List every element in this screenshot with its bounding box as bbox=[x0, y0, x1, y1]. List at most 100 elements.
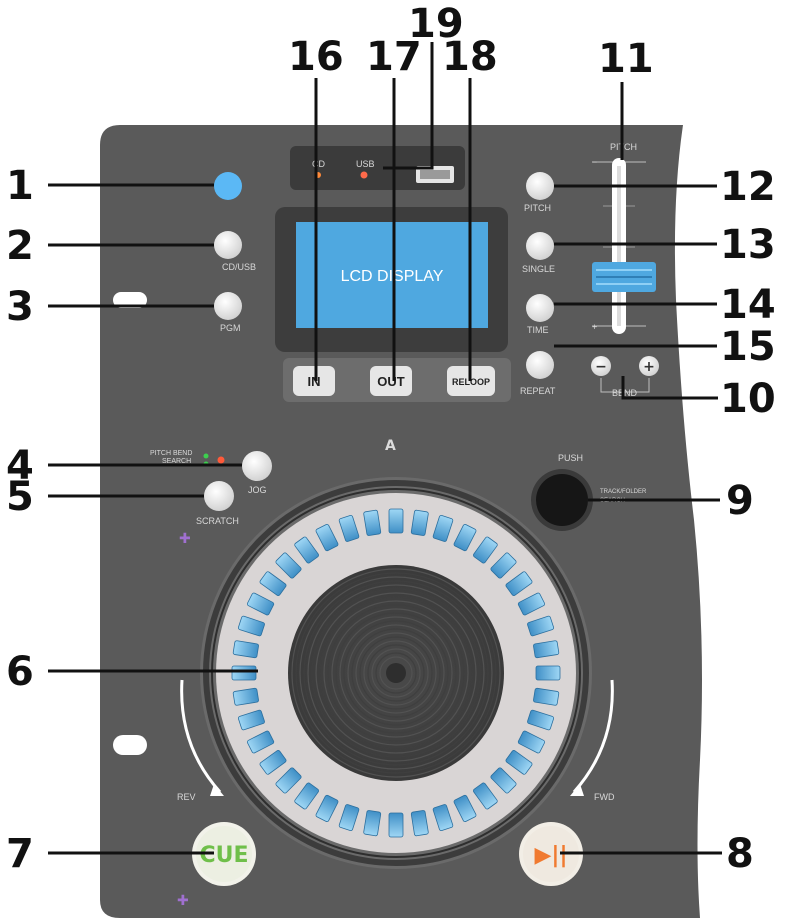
callout-1: 1 bbox=[6, 163, 34, 209]
jog-led-segment bbox=[294, 782, 319, 810]
jog-led-segment bbox=[246, 730, 275, 754]
usb-led bbox=[360, 171, 368, 179]
platter-groove bbox=[367, 644, 425, 702]
callout-5: 5 bbox=[6, 474, 34, 520]
pgm-label: PGM bbox=[220, 323, 241, 333]
platter-groove bbox=[323, 600, 469, 746]
pitch-button[interactable] bbox=[526, 172, 554, 200]
callout-7: 7 bbox=[6, 831, 34, 877]
pitch-slider-groove bbox=[617, 166, 621, 326]
jog-wheel-rim bbox=[211, 488, 581, 858]
jog-led-segment bbox=[388, 812, 404, 838]
pgm-button[interactable] bbox=[214, 292, 242, 320]
jog-led-segment bbox=[527, 615, 555, 637]
jog-led-segment bbox=[363, 810, 382, 837]
platter-groove bbox=[315, 592, 477, 754]
jog-led-segment bbox=[432, 804, 454, 832]
callout-14: 14 bbox=[720, 282, 776, 328]
out-button[interactable] bbox=[370, 366, 412, 396]
jog-led-segment bbox=[363, 509, 382, 536]
jog-led-segment bbox=[473, 536, 498, 564]
jog-label: JOG bbox=[248, 485, 267, 495]
callout-15: 15 bbox=[720, 324, 776, 370]
pitch-plus-mark: + bbox=[592, 322, 597, 332]
platter-groove bbox=[355, 632, 437, 714]
platter-texture bbox=[291, 568, 501, 778]
platter-groove bbox=[375, 652, 417, 694]
reloop-button-label: RELOOP bbox=[452, 377, 490, 387]
bend-bracket bbox=[600, 378, 650, 393]
fwd-arrowhead bbox=[570, 784, 584, 796]
knob-label-1: TRACK/FOLDER bbox=[600, 489, 647, 495]
track-folder-knob[interactable] bbox=[536, 474, 588, 526]
scratch-button[interactable] bbox=[204, 481, 234, 511]
callout-8: 8 bbox=[726, 831, 754, 877]
callout-11: 11 bbox=[598, 36, 654, 82]
in-button[interactable] bbox=[293, 366, 335, 396]
platter-groove bbox=[291, 568, 501, 778]
lcd-display-text: LCD DISPLAY bbox=[341, 268, 444, 285]
jog-led-segment bbox=[237, 709, 265, 731]
platter-groove bbox=[379, 656, 413, 690]
jog-led-segment bbox=[246, 592, 275, 616]
slot-top bbox=[113, 292, 147, 308]
callout-10: 10 bbox=[720, 376, 776, 422]
jog-led-segment bbox=[473, 782, 498, 810]
single-button[interactable] bbox=[526, 232, 554, 260]
jog-led-segment bbox=[338, 804, 360, 832]
power-button[interactable] bbox=[214, 172, 242, 200]
jog-mode-label-1: PITCH BEND bbox=[150, 450, 192, 457]
cd-usb-label: CD/USB bbox=[222, 262, 256, 272]
play-pause-button-inner bbox=[523, 826, 579, 882]
fwd-arc bbox=[572, 679, 614, 793]
callout-2: 2 bbox=[6, 223, 34, 269]
jog-led-segment bbox=[453, 794, 477, 823]
pitch-bend-plus-button[interactable] bbox=[639, 356, 659, 376]
jog-led-segment bbox=[432, 514, 454, 542]
jog-led-segment bbox=[237, 615, 265, 637]
screw-mark: ✚ bbox=[177, 893, 189, 909]
slot-bottom bbox=[113, 735, 147, 755]
jog-wheel-rim bbox=[203, 480, 589, 866]
pitch-label: PITCH bbox=[524, 203, 551, 213]
platter-groove bbox=[295, 572, 497, 774]
scratch-label: SCRATCH bbox=[196, 516, 239, 526]
jog-led-segment bbox=[232, 687, 259, 706]
platter-groove bbox=[331, 608, 461, 738]
bend-label: BEND bbox=[612, 388, 638, 398]
pitch-bend-led bbox=[203, 453, 209, 459]
jog-led-segment bbox=[517, 730, 546, 754]
callout-12: 12 bbox=[720, 164, 776, 210]
time-button[interactable] bbox=[526, 294, 554, 322]
jog-led-segment bbox=[231, 665, 257, 681]
repeat-button[interactable] bbox=[526, 351, 554, 379]
platter-groove bbox=[371, 648, 421, 698]
jog-led-segment bbox=[275, 552, 302, 579]
jog-led-segment bbox=[527, 709, 555, 731]
play-pause-label: ▶|| bbox=[535, 843, 568, 868]
callout-line-10 bbox=[621, 376, 718, 400]
jog-led-segment bbox=[533, 640, 560, 659]
jog-led-segment bbox=[410, 509, 429, 536]
rev-label: REV bbox=[177, 792, 196, 802]
platter-groove bbox=[343, 620, 449, 726]
jog-button[interactable] bbox=[242, 451, 272, 481]
repeat-label: REPEAT bbox=[520, 386, 556, 396]
indicator-usb-label: USB bbox=[356, 159, 375, 169]
platter-groove bbox=[347, 624, 445, 722]
pitch-bend-minus-button[interactable] bbox=[591, 356, 611, 376]
platter-groove bbox=[351, 628, 441, 718]
platter-center bbox=[386, 663, 406, 683]
jog-led-segment bbox=[294, 536, 319, 564]
screw-mark: ✚ bbox=[179, 531, 191, 547]
time-label: TIME bbox=[527, 325, 549, 335]
rev-arrowhead bbox=[210, 784, 224, 796]
jog-led-segment bbox=[275, 767, 302, 794]
cue-label: CUE bbox=[199, 843, 248, 868]
push-label: PUSH bbox=[558, 453, 583, 463]
jog-led-segment bbox=[533, 687, 560, 706]
jog-led-segment bbox=[505, 571, 533, 596]
cd-usb-button[interactable] bbox=[214, 231, 242, 259]
jog-wheel-led-ring bbox=[231, 508, 561, 838]
